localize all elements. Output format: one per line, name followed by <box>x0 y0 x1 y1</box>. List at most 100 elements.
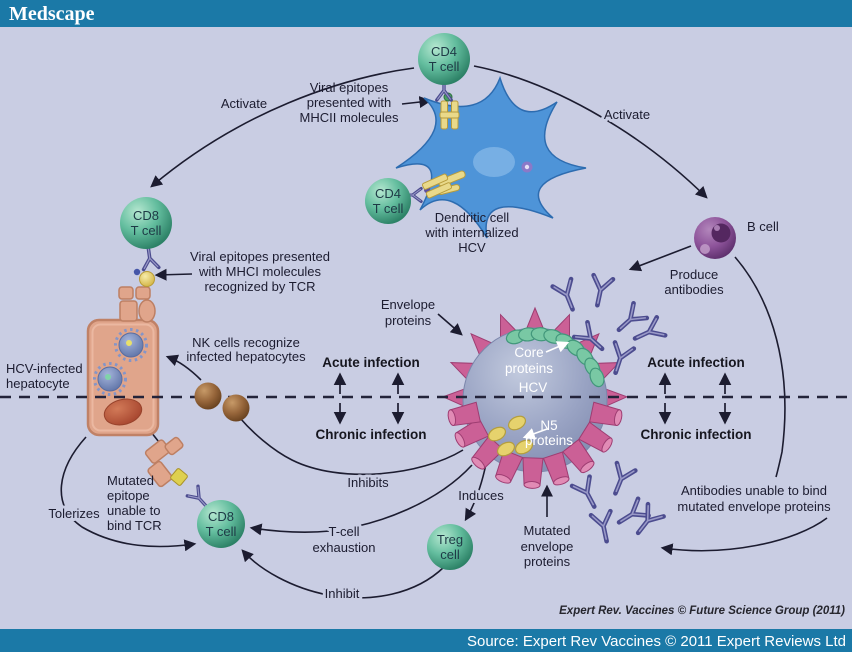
cd8-top-label: CD8 <box>133 208 159 223</box>
particle-highlight <box>524 164 530 170</box>
intracellular-virion <box>114 328 148 362</box>
hepatocyte-label: HCV-infected <box>6 361 83 376</box>
core-pointer-arrow <box>545 341 570 353</box>
treg-label: Treg <box>437 532 463 547</box>
produce-antibodies-arrow <box>628 245 692 272</box>
mhcii-label: MHCII molecules <box>300 110 399 125</box>
treg-cell <box>427 524 473 570</box>
dendritic-label: Dendritic cell <box>435 210 510 225</box>
b-cell-label: B cell <box>747 219 779 234</box>
mutated-epitope-label: epitope <box>107 488 150 503</box>
b-cell <box>694 217 736 259</box>
nk-cell <box>222 394 250 422</box>
induces-label: Induces <box>458 488 504 503</box>
chronic-infection-label-left: Chronic infection <box>316 427 427 442</box>
source-line: Source: Expert Rev Vaccines © 2011 Exper… <box>467 633 846 650</box>
intracellular-virion <box>93 362 127 396</box>
antibodies-unable-label: mutated envelope proteins <box>677 499 831 514</box>
cd8-t-cell-top <box>120 197 172 249</box>
activate-cd8-arrow <box>150 67 415 188</box>
hcv-virion <box>442 307 628 490</box>
figure-credit: Expert Rev. Vaccines © Future Science Gr… <box>559 605 845 617</box>
mutated-envelope-label: Mutated <box>524 523 571 538</box>
antibodies-unable-arrow <box>660 517 828 556</box>
inhibits-arc <box>239 417 464 476</box>
acute-infection-label-left: Acute infection <box>322 355 420 370</box>
nk-recognize-arrow <box>165 354 202 381</box>
cd4-t-cell-left <box>365 178 411 224</box>
inhibit-arrow <box>241 549 445 599</box>
hcv-infected-hepatocyte <box>86 268 160 437</box>
mhci-molecule <box>118 286 156 323</box>
bcell-antibody-arc <box>734 256 786 478</box>
cd8-t-cell-bottom <box>197 500 245 548</box>
header-bar <box>0 0 852 27</box>
t-cell-exhaustion-label: T-cell <box>328 524 359 539</box>
cd8-bottom-label: CD8 <box>208 509 234 524</box>
core-proteins-label: Core <box>514 345 543 360</box>
activate-bcell-arrow <box>473 65 708 199</box>
mhci-label: Viral epitopes presented <box>190 249 330 264</box>
nk-cell <box>194 382 222 410</box>
mutated-envelope-label: proteins <box>524 554 571 569</box>
viral-fragment <box>133 268 141 276</box>
inhibit-label: Inhibit <box>325 586 360 601</box>
cd4-left-label: CD4 <box>375 186 401 201</box>
dendritic-label: with internalized <box>424 225 518 240</box>
core-proteins <box>505 327 605 388</box>
acute-infection-label-right: Acute infection <box>647 355 745 370</box>
activate-label-left: Activate <box>221 96 267 111</box>
n5-proteins-label: N5 <box>540 418 557 433</box>
mutated-epitope-diamond <box>170 468 188 486</box>
mutated-envelope-label: envelope <box>521 539 574 554</box>
antibodies-unable-label: Antibodies unable to bind <box>681 483 827 498</box>
envelope-label: Envelope <box>381 297 435 312</box>
mhci-pointer-arrow <box>154 268 193 281</box>
n5-proteins <box>487 415 534 457</box>
mhci-label: with MHCI molecules <box>198 264 322 279</box>
footer-bar <box>0 629 852 652</box>
cd4-left-label: T cell <box>373 201 404 216</box>
dendritic-label: HCV <box>458 240 486 255</box>
inhibits-label: Inhibits <box>347 475 389 490</box>
chronic-infection-label-right: Chronic infection <box>641 427 752 442</box>
mhci-label: recognized by TCR <box>204 279 315 294</box>
nk-label: NK cells recognize <box>192 335 300 350</box>
envelope-label: proteins <box>385 313 432 328</box>
core-proteins-label: proteins <box>505 361 553 376</box>
treg-label: cell <box>440 547 460 562</box>
activate-label-right: Activate <box>604 107 650 122</box>
hepatocyte-label: hepatocyte <box>6 376 70 391</box>
n5-proteins-label: proteins <box>525 433 573 448</box>
label-layer: CD4 T cell CD4 T cell CD8 T cell CD8 T c… <box>6 44 831 604</box>
induces-arrow <box>464 463 487 522</box>
cd4-t-cell-top <box>418 33 470 85</box>
tolerizes-arrow <box>60 436 197 552</box>
cd8-top-label: T cell <box>131 223 162 238</box>
envelope-pointer-arrow <box>437 313 463 336</box>
mhcii-label: presented with <box>307 95 392 110</box>
produce-antibodies-label: Produce <box>670 267 718 282</box>
hcv-label: HCV <box>519 380 548 395</box>
mhcii-label: Viral epitopes <box>310 80 389 95</box>
mutated-epitope-label: Mutated <box>107 473 154 488</box>
viral-epitope-sphere <box>139 271 155 287</box>
cd8-bottom-label: T cell <box>206 524 237 539</box>
produce-antibodies-label: antibodies <box>664 282 724 297</box>
medscape-logo: Medscape <box>9 3 95 25</box>
cd4-top-label: CD4 <box>431 44 457 59</box>
mutated-epitope-label: bind TCR <box>107 518 162 533</box>
mhcii-pointer-arrow <box>401 96 432 109</box>
mutated-epitope-label: unable to <box>107 503 161 518</box>
n5-pointer-arrow <box>522 428 548 440</box>
t-cell-exhaustion-label: exhaustion <box>313 540 376 555</box>
hepatocyte-nucleus <box>103 398 143 426</box>
dendritic-nucleus <box>473 147 515 177</box>
tolerizes-label: Tolerizes <box>48 506 100 521</box>
t-cell-exhaustion-arrow <box>249 464 473 536</box>
arrow-layer <box>60 65 828 599</box>
cd4-top-label: T cell <box>429 59 460 74</box>
nk-label: infected hepatocytes <box>186 349 306 364</box>
